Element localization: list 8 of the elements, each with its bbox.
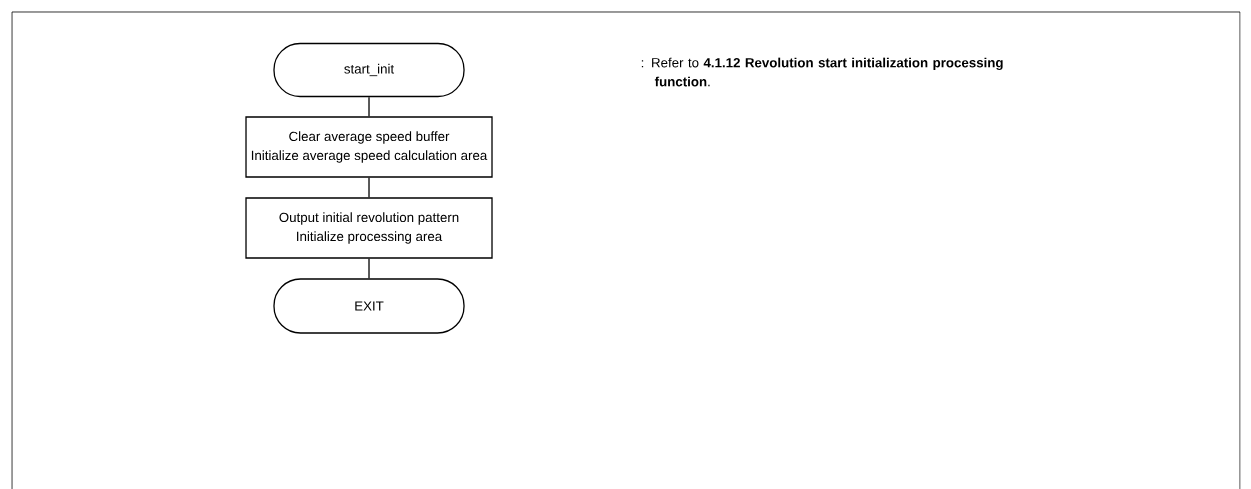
process-box: Clear average speed buffer Initialize average speed calculation area: [245, 116, 493, 178]
note-text: : Refer to 4.1.12 Revolution start initialization processing function.: [641, 57, 1003, 87]
process-box: Output initial revolution pattern Initialize processing area: [245, 197, 493, 259]
terminator-box: start_init: [273, 42, 465, 98]
connector-line: [368, 177, 370, 198]
connector-line: [368, 96, 370, 117]
connector-line: [368, 258, 370, 279]
terminator-box: EXIT: [273, 278, 465, 334]
